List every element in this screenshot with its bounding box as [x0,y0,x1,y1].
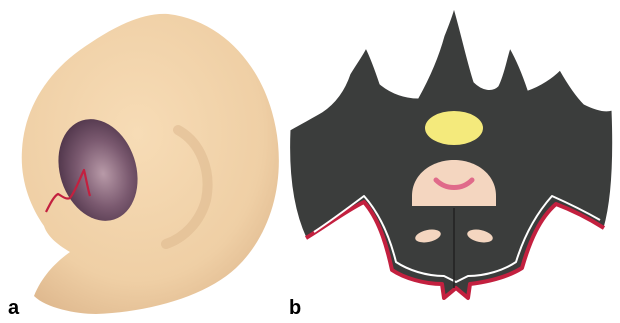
yellow-oval [425,111,483,145]
panel-label-a: a [8,298,19,318]
flap-outer-shape [290,8,613,298]
panel-b-flap [290,8,613,298]
panel-label-b: b [289,298,301,318]
panel-a-nose [22,14,279,314]
